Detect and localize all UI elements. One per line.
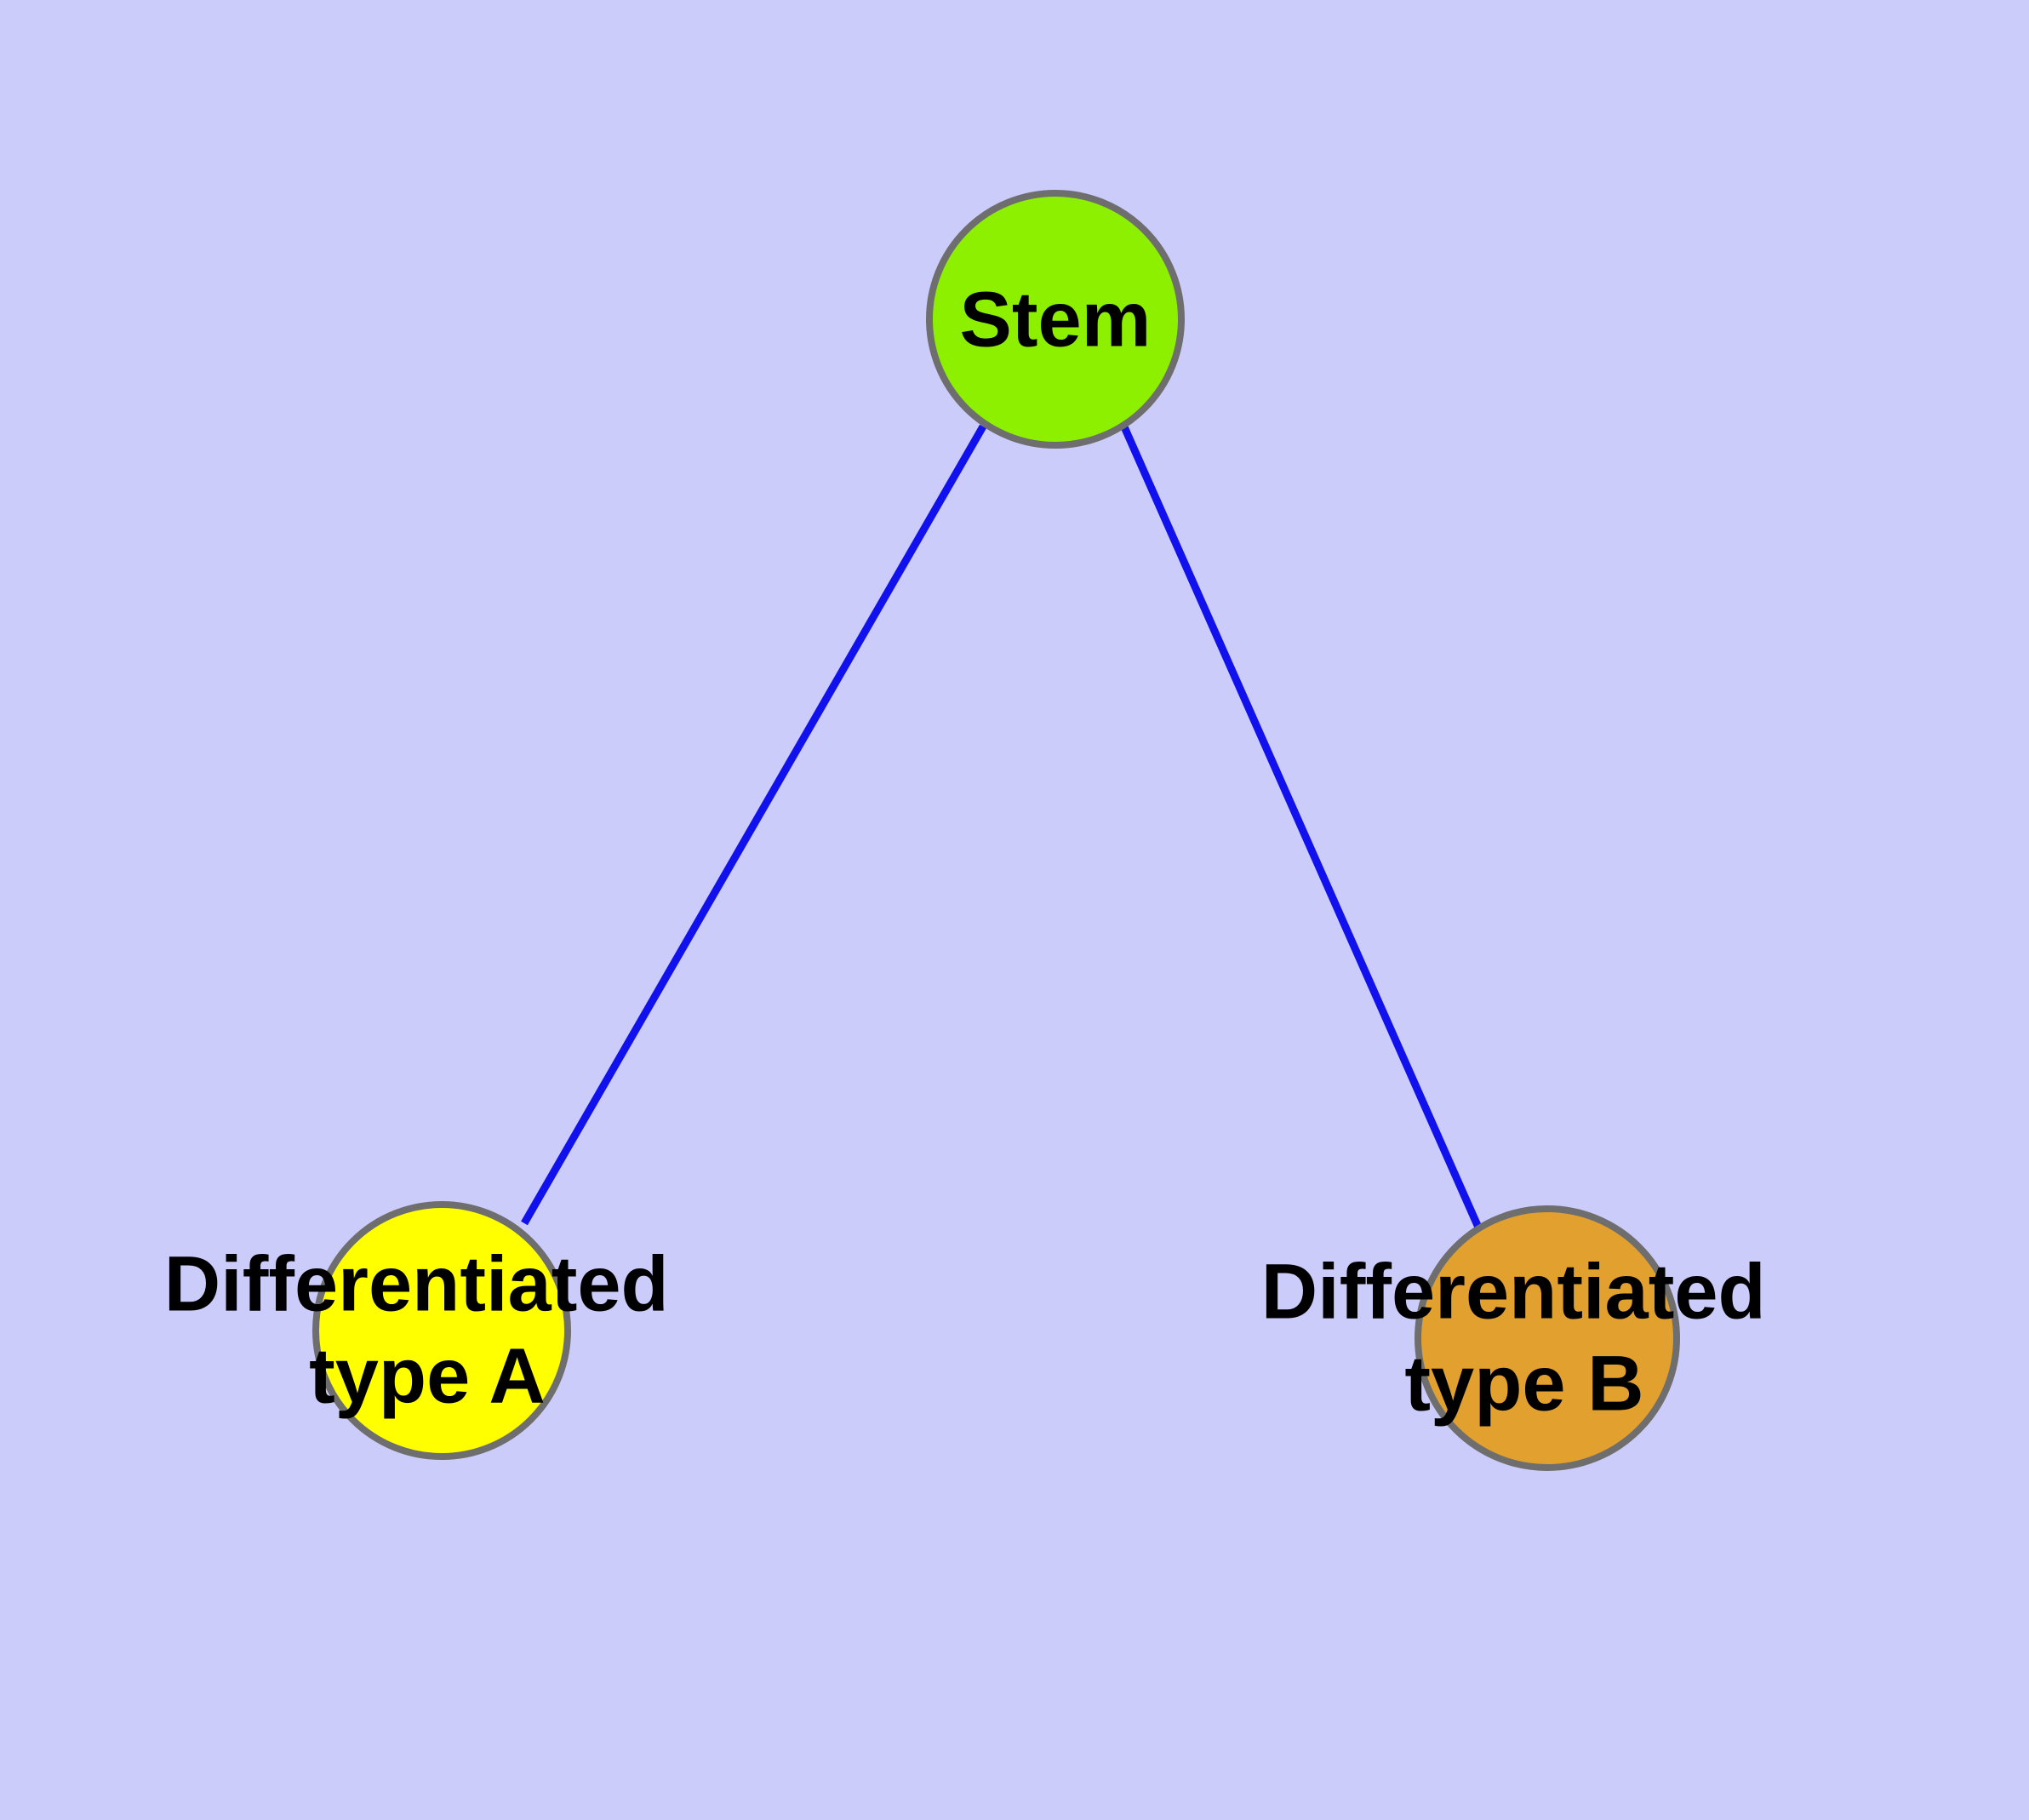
node-differentiated-type-a[interactable]: Differentiated type A <box>164 1201 691 1460</box>
node-differentiated-type-b-circle[interactable] <box>1415 1205 1680 1471</box>
node-differentiated-type-b[interactable]: Differentiated type B <box>1261 1205 1788 1471</box>
edge-group <box>521 421 1483 1231</box>
node-differentiated-type-a-label-line-0: Differentiated <box>164 1241 669 1328</box>
node-differentiated-type-b-label: Differentiated type B <box>1261 1243 1788 1428</box>
node-stem[interactable]: Stem <box>926 190 1185 449</box>
node-differentiated-type-b-label-line-1: type B <box>1404 1341 1643 1428</box>
node-stem-label-line-0: Stem <box>960 277 1152 363</box>
node-group: Stem Differentiated type A Differentiate… <box>164 190 1788 1471</box>
edge-stem-to-diff-b[interactable] <box>1118 421 1483 1231</box>
node-stem-label: Stem <box>960 277 1152 363</box>
node-differentiated-type-b-label-line-0: Differentiated <box>1261 1249 1766 1336</box>
edge-stem-to-diff-a[interactable] <box>521 424 986 1226</box>
node-differentiated-type-a-circle[interactable] <box>312 1201 571 1460</box>
node-stem-circle[interactable] <box>926 190 1185 449</box>
node-differentiated-type-a-label-line-1: type A <box>309 1333 546 1420</box>
node-differentiated-type-a-label: Differentiated type A <box>164 1235 691 1420</box>
